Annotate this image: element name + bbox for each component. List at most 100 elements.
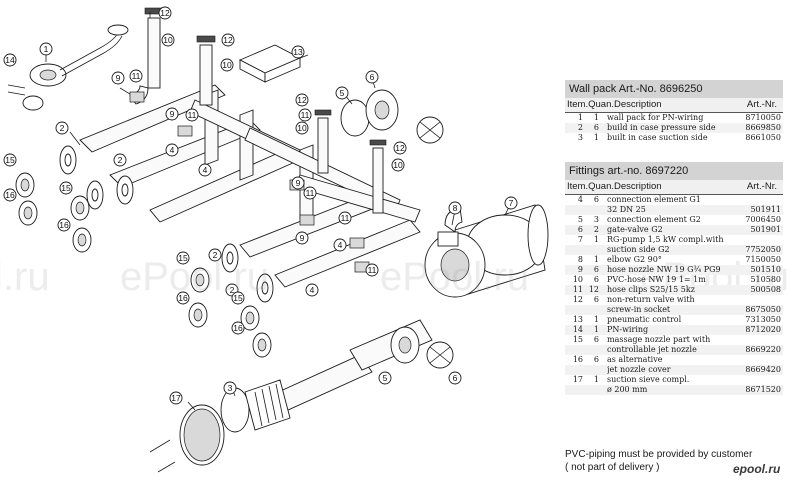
row-quantity: 6 [593,335,599,344]
callout-10: 10 [161,33,175,47]
table-row: jet nozzle cover 8669420 [565,365,783,375]
callout-2c: 2 [208,248,222,262]
row-article-number: 8669220 [745,345,781,354]
callout-10d: 10 [391,158,405,172]
svg-text:11: 11 [188,110,197,120]
pneumatic-control [238,44,302,83]
build-in-cases [59,145,274,303]
svg-text:10: 10 [393,160,403,170]
callout-3: 3 [223,381,237,395]
row-quantity: 6 [593,123,599,132]
svg-text:16: 16 [59,220,69,230]
svg-text:10: 10 [163,35,173,45]
pvc-note-line-1: PVC-piping must be provided by customer [565,449,753,460]
row-item: 2 [577,123,583,132]
row-description: PVC-hose NW 19 1= 1m [607,275,706,284]
callout-5: 5 [335,86,349,100]
callout-17: 17 [169,391,183,405]
row-description: non-return valve with [607,295,695,304]
svg-text:9: 9 [300,233,305,243]
row-quantity: 1 [593,255,599,264]
callout-9b: 9 [165,107,179,121]
svg-text:14: 14 [5,55,15,65]
callout-15c: 15 [176,251,190,265]
row-article-number: 7313050 [745,315,781,324]
callout-14: 14 [3,53,17,67]
row-description: wall pack for PN-wiring [607,113,704,122]
row-quantity: 6 [593,195,599,204]
callout-16: 16 [3,188,17,202]
row-description: PN-wiring [607,325,649,334]
svg-text:3: 3 [228,383,233,393]
callout-1: 1 [39,42,53,56]
row-article-number: 501510 [750,265,781,274]
table-row: 12 6 non-return valve with [565,295,783,305]
row-description: connection element G2 [607,215,701,224]
svg-text:8: 8 [453,203,458,213]
svg-text:2: 2 [230,285,235,295]
pvc-note-line-2: ( not part of delivery ) [565,462,660,473]
exploded-parts-drawing: 1 2 2 2 2 3 4 4 4 4 5 5 6 6 7 8 9 9 9 9 … [3,6,549,473]
pvc-note: PVC-piping must be provided by customer … [565,448,785,474]
row-description: suction sieve compl. [607,375,690,384]
row-item: 3 [577,133,583,142]
row-item: 11 [572,285,583,294]
rg-pump [424,204,549,298]
fittings-header: Item.Quan.Description Art.-Nr. [565,180,783,195]
table-row: 11 12 hose clips S25/15 5kz 500508 [565,285,783,295]
fittings-header-art: Art.-Nr. [746,181,777,192]
row-quantity: 6 [593,295,599,304]
svg-text:15: 15 [61,183,71,193]
row-description: 32 DN 25 [607,205,646,214]
svg-text:10: 10 [297,123,307,133]
callout-15d: 15 [231,291,245,305]
row-description: ø 200 mm [607,385,648,394]
svg-text:9: 9 [170,109,175,119]
row-item: 12 [572,295,583,304]
callout-12: 12 [158,6,172,20]
row-item: 13 [572,315,583,324]
row-article-number: 8675050 [745,305,781,314]
svg-text:12: 12 [160,8,170,18]
row-article-number: 8669420 [745,365,781,374]
row-item: 10 [572,275,583,284]
callout-6: 6 [365,70,379,84]
row-quantity: 6 [593,265,599,274]
row-quantity: 1 [593,133,599,142]
row-description: connection element G1 [607,195,701,204]
svg-text:2: 2 [60,123,65,133]
svg-text:9: 9 [116,73,121,83]
svg-text:2: 2 [213,250,218,260]
row-article-number: 500508 [750,285,781,294]
callout-16b: 16 [57,218,71,232]
svg-text:4: 4 [310,285,315,295]
callout-2b: 2 [113,153,127,167]
callout-9d: 9 [295,231,309,245]
svg-text:4: 4 [203,165,208,175]
svg-text:11: 11 [341,213,350,223]
row-quantity: 12 [588,285,599,294]
svg-text:16: 16 [233,323,243,333]
gate-valves [340,89,454,369]
callout-9: 9 [111,71,125,85]
callout-4d: 4 [305,283,319,297]
svg-text:13: 13 [293,47,303,57]
svg-text:15: 15 [5,155,15,165]
callout-11: 11 [129,69,143,83]
row-description: hose clips S25/15 5kz [607,285,695,294]
row-description: jet nozzle cover [607,365,671,374]
row-quantity: 1 [593,113,599,122]
row-article-number: 8669850 [745,123,781,132]
row-item: 7 [577,235,583,244]
row-article-number: 8710050 [745,113,781,122]
row-article-number: 8671520 [745,385,781,394]
row-item: 5 [577,215,583,224]
row-description: gate-valve G2 [607,225,663,234]
